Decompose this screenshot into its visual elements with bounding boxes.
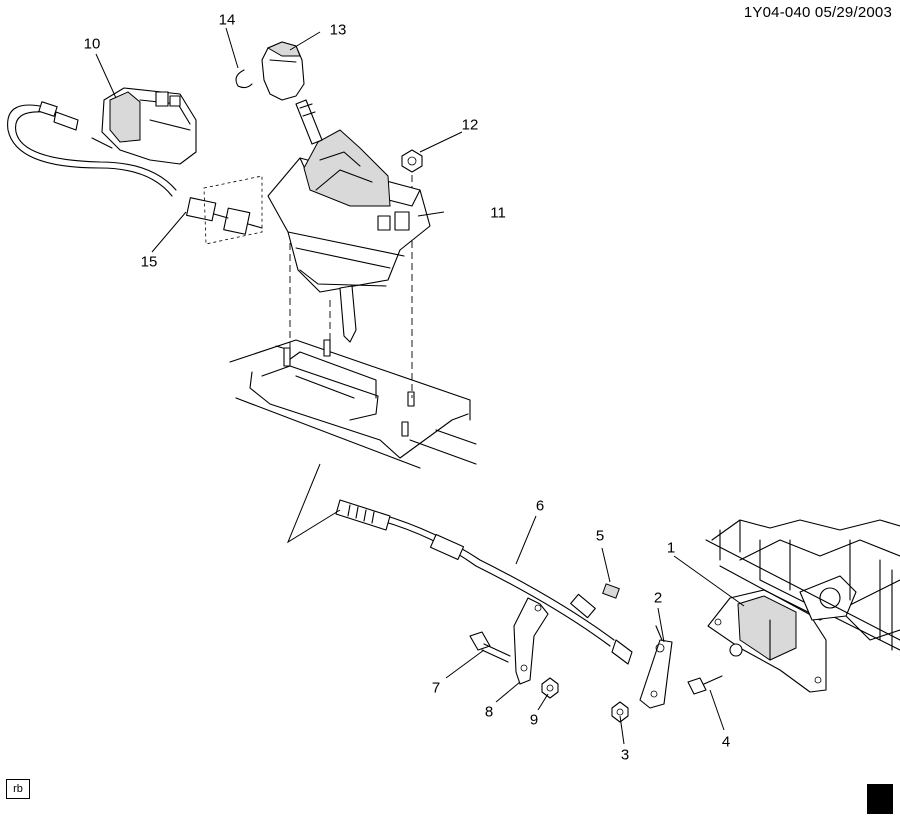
range-switch [707,589,827,693]
bolt-7 [469,631,511,663]
callout-1: 1 [666,539,676,557]
callout-12: 12 [461,116,479,134]
park-lock-assembly [91,87,197,165]
callout-13: 13 [329,21,347,39]
cable-bracket [513,597,549,685]
retaining-clip [235,69,253,89]
callout-9: 9 [529,711,539,729]
leader-lines [95,27,745,745]
nut-9 [541,677,559,699]
nut-3 [611,701,629,723]
cable-connector [186,175,263,245]
callout-11: 11 [490,204,506,222]
rb-badge: rb [6,779,30,799]
shifter-assembly [267,129,431,343]
callout-8: 8 [484,703,494,721]
gm-spo-logo [867,784,893,814]
callout-4: 4 [721,733,731,751]
callout-14: 14 [218,11,236,29]
clip-5 [602,583,620,599]
drawing-id-date: 1Y04-040 05/29/2003 [743,4,892,21]
callout-7: 7 [431,679,441,697]
transmission-housing [705,519,900,651]
callout-2: 2 [653,589,663,607]
callout-3: 3 [620,746,630,764]
park-lock-cable [7,101,177,197]
floor-panel [229,339,477,469]
nut-12 [401,149,423,173]
shift-cable [235,397,633,665]
callout-10: 10 [83,35,101,53]
callout-5: 5 [595,527,605,545]
callout-15: 15 [140,253,158,271]
callout-6: 6 [535,497,545,515]
bolt-4 [687,675,723,695]
shift-knob [261,41,305,101]
shift-lever-arm [639,625,673,709]
shift-lever-rod [295,99,323,145]
